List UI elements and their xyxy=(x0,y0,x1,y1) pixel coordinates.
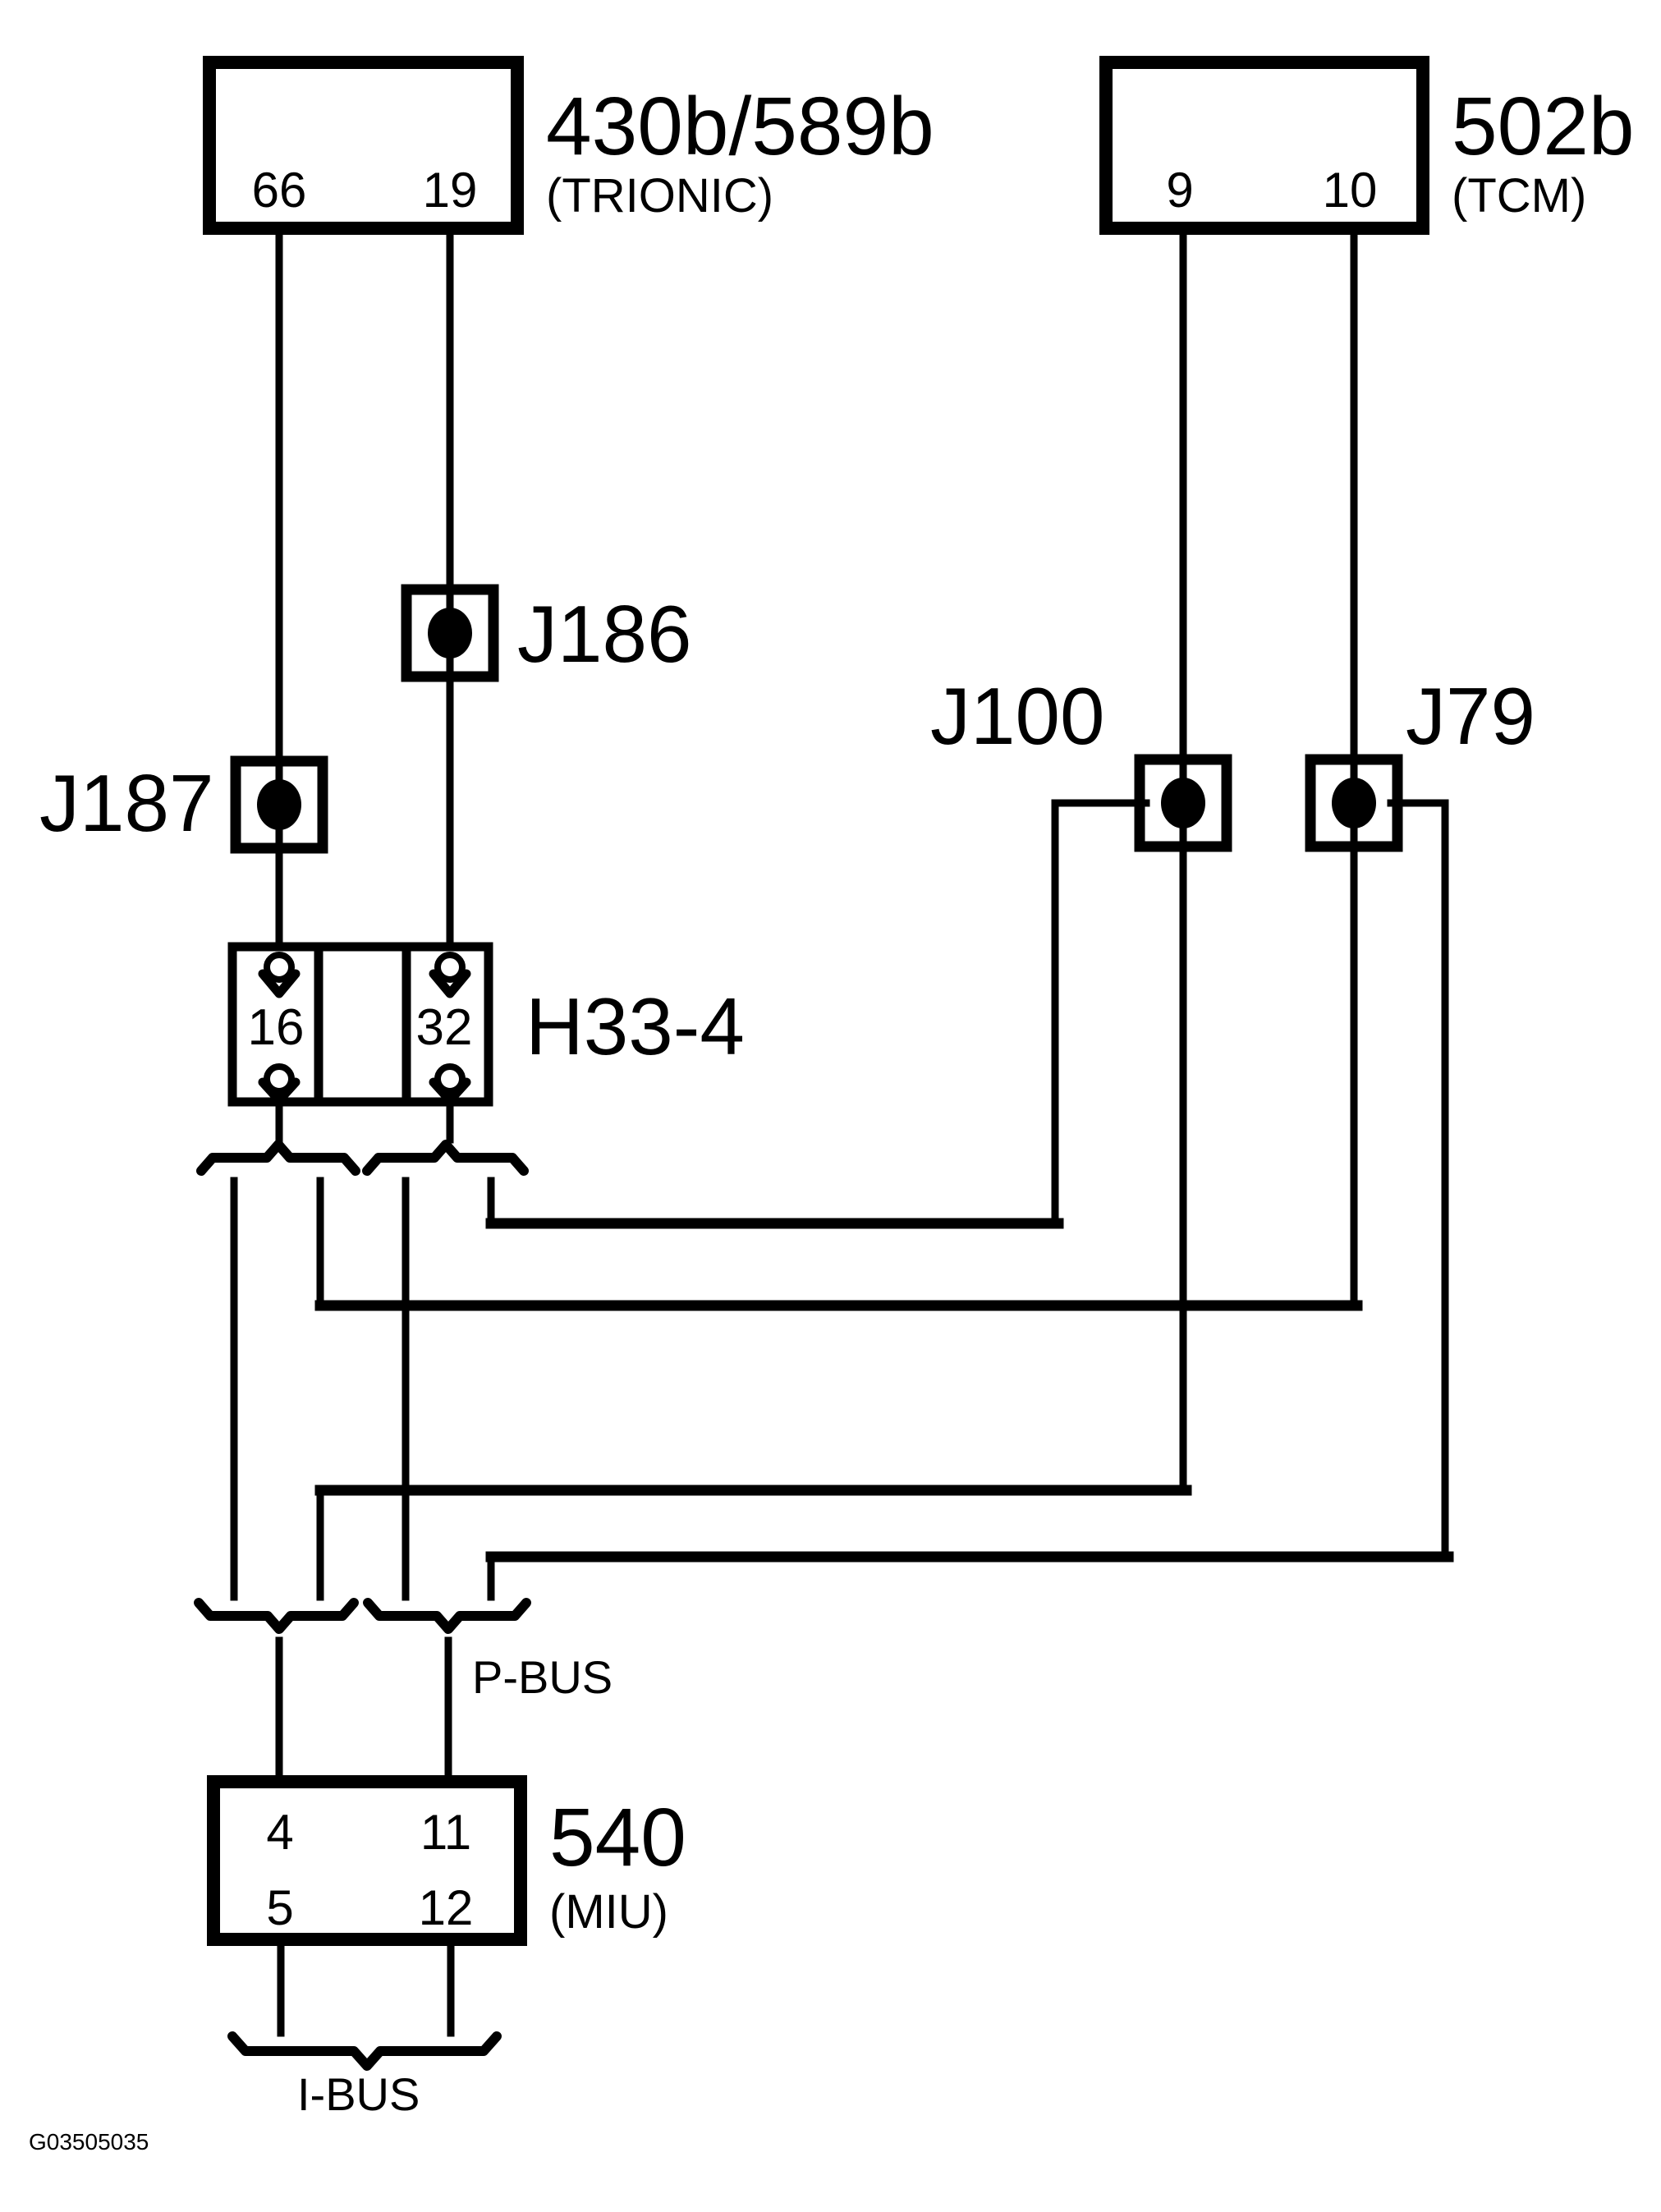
brace-ibus-icon xyxy=(227,2031,502,2071)
junction-j186 xyxy=(401,584,499,682)
h33-pin32-bottom-terminal-icon xyxy=(434,1063,466,1095)
h33-pin16-label: 16 xyxy=(248,999,305,1056)
trionic-pin19-label: 19 xyxy=(423,163,478,218)
junction-j100 xyxy=(1134,754,1232,852)
j79-splice-dot-icon xyxy=(1332,778,1376,828)
miu-id-label: 540 xyxy=(549,1792,686,1884)
j100-splice-dot-icon xyxy=(1161,778,1205,828)
brace-pbus-right-icon xyxy=(363,1598,531,1634)
tcm-id-label: 502b xyxy=(1452,80,1634,172)
miu-pin4-label: 4 xyxy=(266,1805,293,1860)
j187-box xyxy=(230,755,328,854)
miu-pin5-label: 5 xyxy=(266,1880,293,1935)
h33-pin16-top-terminal-icon xyxy=(264,952,295,983)
h33-pin32-top-terminal-icon xyxy=(434,952,466,983)
j187-label: J187 xyxy=(39,758,214,848)
trionic-id-label: 430b/589b xyxy=(546,80,934,172)
ibus-label: I-BUS xyxy=(297,2068,420,2120)
trionic-pin66-label: 66 xyxy=(252,163,307,218)
j100-label: J100 xyxy=(930,671,1105,761)
figure-code-label: G03505035 xyxy=(29,2129,149,2155)
trionic-name-label: (TRIONIC) xyxy=(546,169,773,223)
tcm-pin10-label: 10 xyxy=(1323,163,1378,218)
h33-pin16-bottom-terminal-icon xyxy=(264,1063,295,1095)
tcm-pin9-label: 9 xyxy=(1166,163,1193,218)
h33-pin16-top-chevron-icon xyxy=(258,969,301,998)
tcm-name-label: (TCM) xyxy=(1452,169,1586,223)
h33-pin32-label: 32 xyxy=(416,999,473,1056)
junction-j187 xyxy=(230,755,328,854)
j186-splice-dot-icon xyxy=(428,608,472,659)
h33-pin32-top-chevron-icon xyxy=(429,969,471,998)
j79-label: J79 xyxy=(1406,671,1535,761)
wire-group xyxy=(230,224,1454,2037)
module-box-tcm xyxy=(1099,56,1429,235)
brace-h33-pin16-fanout-icon xyxy=(196,1140,360,1176)
miu-pin12-label: 12 xyxy=(419,1880,474,1935)
brace-h33-pin32-fanout-icon xyxy=(362,1140,529,1176)
junction-j79 xyxy=(1305,754,1403,852)
module-box-trionic xyxy=(203,56,524,235)
connector-h33-4 xyxy=(227,942,493,1107)
h33-id-label: H33-4 xyxy=(525,981,745,1072)
j100-box xyxy=(1134,754,1232,852)
j187-splice-dot-icon xyxy=(257,779,301,830)
j79-box xyxy=(1305,754,1403,852)
miu-pin11-label: 11 xyxy=(420,1805,471,1860)
miu-name-label: (MIU) xyxy=(549,1885,668,1939)
j186-label: J186 xyxy=(517,589,692,679)
brace-pbus-left-icon xyxy=(194,1598,359,1634)
module-box-miu xyxy=(207,1775,527,1946)
j186-box xyxy=(401,584,499,682)
pbus-label: P-BUS xyxy=(472,1651,613,1703)
